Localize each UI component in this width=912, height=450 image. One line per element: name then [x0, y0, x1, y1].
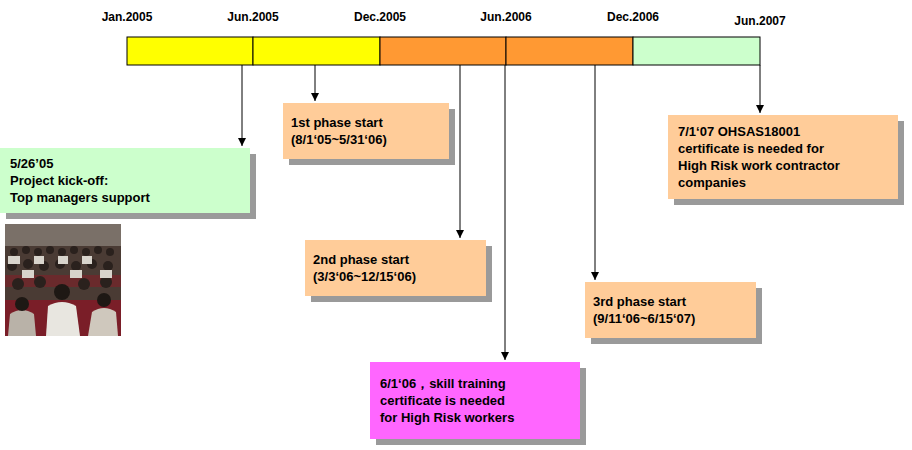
photo-heads	[7, 246, 114, 290]
leader-arrow	[505, 65, 506, 360]
date-label: Jun.2005	[227, 10, 278, 25]
box-heading: 5/26’05	[10, 155, 240, 172]
period-segment	[633, 37, 760, 65]
phase-box: 3rd phase start(9/11‘06~6/15‘07)	[585, 282, 756, 338]
timeline-bar	[127, 37, 760, 65]
period-segment	[253, 37, 380, 65]
requirement-box: 6/1‘06，skill training certificate is nee…	[370, 362, 580, 439]
box-heading: 2nd phase start	[313, 251, 478, 268]
milestone-box: 5/26’05Project kick-off:Top managers sup…	[0, 148, 250, 213]
box-text: (8/1‘05~5/31‘06)	[291, 131, 441, 148]
leader-arrow	[242, 65, 243, 146]
leader-lines	[242, 65, 760, 360]
meeting-photo	[5, 224, 121, 336]
leader-arrow	[760, 65, 761, 113]
requirement-box: 7/1‘07 OHSAS18001 certificate is needed …	[668, 115, 898, 199]
box-text: Top managers support	[10, 189, 240, 206]
leader-arrow	[315, 65, 316, 101]
period-segment	[506, 37, 633, 65]
date-label: Dec.2006	[607, 10, 659, 25]
date-label: Jan.2005	[102, 10, 153, 25]
box-heading: 1st phase start	[291, 114, 441, 131]
date-label: Jun.2007	[734, 14, 785, 29]
photo-shirts	[8, 256, 112, 278]
leader-arrow	[595, 65, 596, 280]
period-segment	[380, 37, 506, 65]
box-text: Project kick-off:	[10, 172, 240, 189]
phase-box: 2nd phase start(3/3‘06~12/15‘06)	[305, 240, 486, 296]
photo-person	[8, 284, 118, 336]
photo-ground	[5, 224, 121, 336]
box-heading: 6/1‘06，skill training certificate is nee…	[380, 375, 520, 426]
date-label: Jun.2006	[480, 10, 531, 25]
box-heading: 7/1‘07 OHSAS18001 certificate is needed …	[678, 123, 848, 191]
box-heading: 3rd phase start	[593, 293, 748, 310]
date-label: Dec.2005	[354, 10, 406, 25]
leader-arrow	[460, 65, 461, 238]
photo-wall	[5, 224, 121, 246]
box-text: (9/11‘06~6/15‘07)	[593, 310, 748, 327]
box-text: (3/3‘06~12/15‘06)	[313, 268, 478, 285]
period-segment	[127, 37, 253, 65]
phase-box: 1st phase start(8/1‘05~5/31‘06)	[283, 103, 449, 159]
